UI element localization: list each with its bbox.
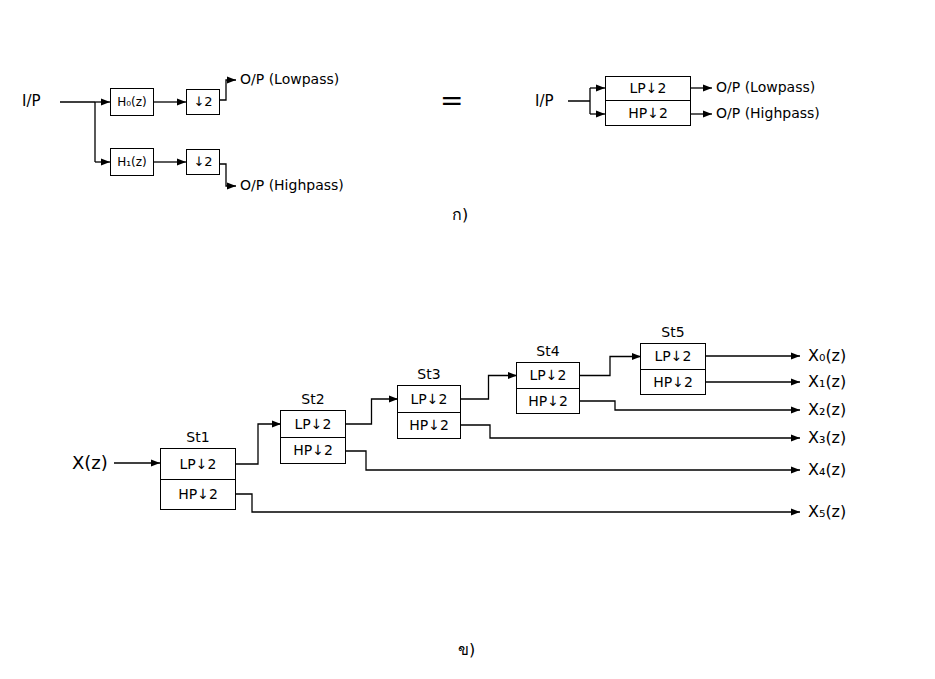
input-label: I/P — [22, 92, 41, 110]
filter-half-box: HP↓2 — [605, 100, 691, 126]
box-text: HP↓2 — [653, 374, 693, 391]
filter-half-box: LP↓2 — [281, 411, 345, 437]
signal-connector — [345, 399, 398, 424]
box-text: LP↓2 — [630, 80, 667, 97]
stage-box: St3LP↓2HP↓2 — [397, 385, 461, 439]
input-arrow — [95, 101, 110, 102]
input-arrow — [114, 462, 160, 463]
stage-label: St4 — [536, 343, 559, 360]
box-text: LP↓2 — [180, 456, 217, 473]
filter-box: H₀(z) — [110, 88, 154, 116]
signal-connector — [154, 161, 186, 162]
signal-name: X₀(z) — [808, 346, 846, 365]
filter-half-box: HP↓2 — [281, 437, 345, 463]
stage-label: St1 — [186, 429, 209, 446]
output-arrow — [691, 113, 712, 114]
signal-connector — [579, 357, 641, 376]
input-label: I/P — [535, 92, 554, 110]
stage-box: St1LP↓2HP↓2 — [160, 448, 236, 510]
output-label: O/P (Lowpass) — [240, 71, 339, 88]
signal-connector — [235, 424, 281, 464]
downsampler-box: ↓2 — [186, 89, 220, 115]
output-arrow — [706, 381, 800, 382]
box-text: LP↓2 — [655, 348, 692, 365]
filter-box: H₁(z) — [110, 148, 154, 176]
filter-half-box: LP↓2 — [641, 344, 705, 369]
filter-half-box: LP↓2 — [398, 386, 460, 412]
box-text: LP↓2 — [530, 367, 567, 384]
stage-box: St4LP↓2HP↓2 — [516, 362, 580, 414]
box-text: ↓2 — [193, 94, 212, 110]
input-wire — [60, 102, 95, 162]
box-text: HP↓2 — [293, 442, 333, 459]
output-arrow — [220, 80, 236, 100]
filter-half-box: LP↓2 — [517, 363, 579, 388]
output-arrow — [691, 87, 712, 88]
input-arrow — [590, 87, 605, 88]
output-arrow — [346, 451, 800, 470]
signal-name: X₅(z) — [808, 502, 846, 521]
signal-name: X(z) — [72, 452, 108, 474]
input-wire — [568, 88, 590, 114]
figure-label: ก) — [452, 205, 468, 224]
filter-half-box: HP↓2 — [641, 369, 705, 394]
signal-name: X₂(z) — [808, 400, 846, 419]
filter-half-box: HP↓2 — [398, 412, 460, 438]
filter-half-box: HP↓2 — [161, 479, 235, 509]
box-text: HP↓2 — [628, 105, 668, 122]
filter-half-box: LP↓2 — [605, 76, 691, 101]
stage-label: St3 — [417, 366, 440, 383]
input-arrow — [95, 161, 110, 162]
output-arrow — [461, 425, 800, 438]
signal-name: X₁(z) — [808, 372, 846, 391]
box-text: LP↓2 — [295, 416, 332, 433]
stage-box: St5LP↓2HP↓2 — [640, 343, 706, 395]
box-text: H₁(z) — [117, 155, 147, 169]
output-label: O/P (Highpass) — [240, 177, 344, 194]
output-arrow — [220, 164, 236, 186]
filter-half-box: LP↓2 — [161, 449, 235, 479]
output-arrow — [580, 401, 800, 410]
signal-name: X₄(z) — [808, 460, 846, 479]
box-text: LP↓2 — [411, 391, 448, 408]
box-text: HP↓2 — [409, 417, 449, 434]
equals-sign: = — [440, 84, 463, 118]
box-text: HP↓2 — [178, 486, 218, 503]
signal-name: X₃(z) — [808, 428, 846, 447]
downsampler-box: ↓2 — [186, 149, 220, 175]
stage-label: St2 — [301, 391, 324, 408]
signal-connector — [460, 376, 517, 400]
output-arrow — [236, 494, 800, 512]
stage-label: St5 — [661, 324, 684, 341]
input-arrow — [590, 113, 605, 114]
box-text: HP↓2 — [528, 393, 568, 410]
output-label: O/P (Highpass) — [716, 105, 820, 122]
stage-box: St2LP↓2HP↓2 — [280, 410, 346, 464]
box-text: ↓2 — [193, 154, 212, 170]
figure-label: ข) — [458, 640, 475, 659]
filter-half-box: HP↓2 — [517, 388, 579, 413]
output-label: O/P (Lowpass) — [716, 79, 815, 96]
box-text: H₀(z) — [117, 95, 147, 109]
signal-connector — [154, 101, 186, 102]
output-arrow — [706, 355, 800, 356]
